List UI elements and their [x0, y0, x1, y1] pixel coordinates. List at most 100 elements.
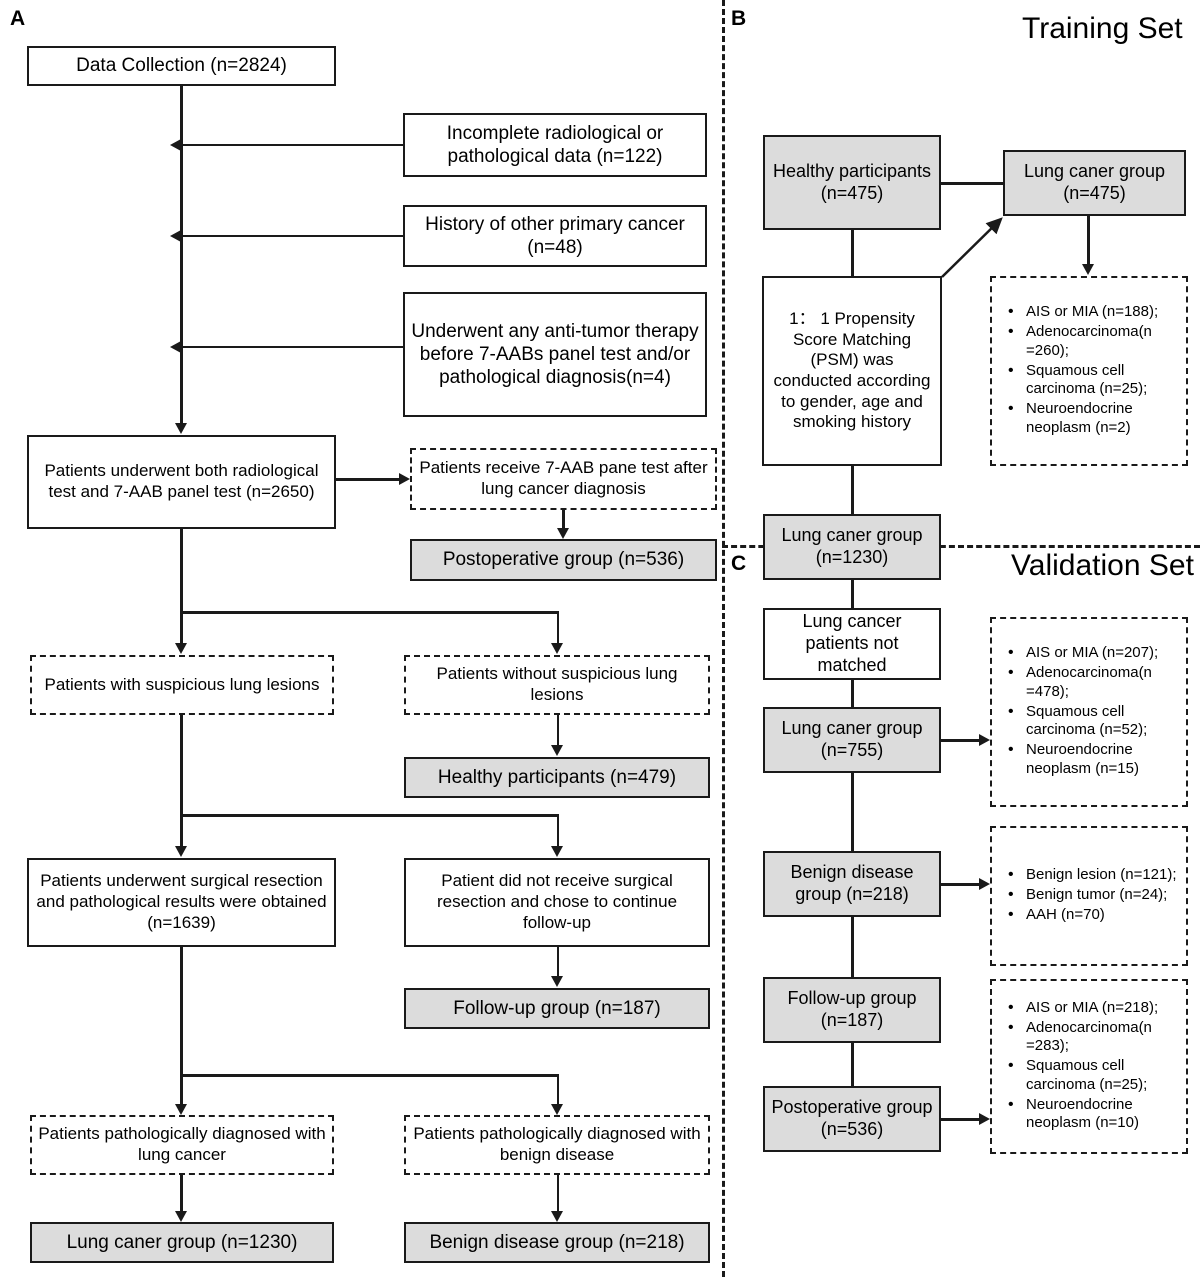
- node-label: Postoperative group (n=536): [771, 1097, 933, 1139]
- node-with-suspicious-lesions[interactable]: Patients with suspicious lung lesions: [30, 655, 334, 715]
- arrowhead-exclusion-1: [170, 138, 181, 151]
- node-label: 1： 1 Propensity Score Matching (PSM) was…: [773, 308, 931, 432]
- node-followup-group-187-c[interactable]: Follow-up group (n=187): [763, 977, 941, 1043]
- node-lung-cancer-group-1230-b[interactable]: Lung caner group (n=1230): [763, 514, 941, 580]
- list-item: Neuroendocrine neoplasm (n=10): [1008, 1095, 1180, 1134]
- arrowhead-to-followup: [551, 976, 564, 987]
- list-item: Benign lesion (n=121);: [1008, 865, 1180, 885]
- connector-lesions-split: [180, 611, 559, 614]
- node-label: Incomplete radiological or pathological …: [446, 122, 664, 167]
- connector-to-path-benign: [556, 1074, 559, 1104]
- panel-divider-vertical: [722, 0, 725, 1277]
- node-without-suspicious-lesions[interactable]: Patients without suspicious lung lesions: [404, 655, 710, 715]
- node-label: Postoperative group (n=536): [442, 549, 685, 571]
- arrowhead-exclusion-3: [170, 340, 181, 353]
- arrowhead-to-path-benign: [551, 1104, 564, 1115]
- arrowhead-to-receive: [399, 473, 410, 485]
- arrowhead-to-lc755-list: [979, 734, 990, 746]
- node-exclusion-other-cancer[interactable]: History of other primary cancer (n=48): [403, 205, 707, 267]
- node-label: Lung caner group (n=755): [781, 718, 923, 760]
- connector-psm-to-lc1230: [851, 466, 854, 514]
- arrowhead-to-with-lesions: [174, 643, 187, 654]
- node-label: Patients without suspicious lung lesions: [436, 664, 678, 704]
- node-both-tests[interactable]: Patients underwent both radiological tes…: [27, 435, 336, 529]
- list-item: AIS or MIA (n=218);: [1008, 998, 1180, 1018]
- node-benign-group-218-a[interactable]: Benign disease group (n=218): [404, 1222, 710, 1263]
- connector-receive-to-postop: [562, 510, 565, 528]
- connector-path-benign-to-group: [556, 1175, 559, 1211]
- node-label: History of other primary cancer (n=48): [425, 213, 685, 258]
- arrowhead-to-postop: [556, 528, 569, 539]
- node-label: Patients pathologically diagnosed with l…: [38, 1124, 326, 1164]
- node-lung-cancer-group-755[interactable]: Lung caner group (n=755): [763, 707, 941, 773]
- connector-followup-to-postop: [851, 1043, 854, 1086]
- node-label: Patient did not receive surgical resecti…: [436, 871, 678, 932]
- connector-surgical-down: [180, 947, 183, 1076]
- panel-letter-c: C: [731, 552, 747, 575]
- list-item: AIS or MIA (n=188);: [1008, 302, 1180, 322]
- node-healthy-participants-475[interactable]: Healthy participants (n=475): [763, 135, 941, 230]
- connector-to-surgical: [180, 814, 183, 846]
- panel-letter-b: B: [731, 7, 747, 30]
- node-healthy-participants-479[interactable]: Healthy participants (n=479): [404, 757, 710, 798]
- node-surgical-resection[interactable]: Patients underwent surgical resection an…: [27, 858, 336, 947]
- list-validation-benign-histology[interactable]: Benign lesion (n=121); Benign tumor (n=2…: [990, 826, 1188, 966]
- validation-set-title: Validation Set: [1011, 549, 1194, 582]
- node-label: Benign disease group (n=218): [790, 862, 914, 904]
- list-item: Benign tumor (n=24);: [1008, 885, 1180, 905]
- node-label: Patients underwent surgical resection an…: [36, 871, 327, 932]
- list-validation-lung-histology[interactable]: AIS or MIA (n=207); Adenocarcinoma(n =47…: [990, 617, 1188, 807]
- panel-letter-a: A: [10, 7, 26, 30]
- training-set-title: Training Set: [1022, 12, 1183, 45]
- node-pathology-lung-cancer[interactable]: Patients pathologically diagnosed with l…: [30, 1115, 334, 1175]
- connector-to-without-lesions: [556, 611, 559, 643]
- list-item: Adenocarcinoma(n =283);: [1008, 1018, 1180, 1057]
- list-item: AIS or MIA (n=207);: [1008, 643, 1180, 663]
- connector-pathology-split: [180, 1074, 559, 1077]
- list-item: AAH (n=70): [1008, 905, 1180, 925]
- node-postoperative-group-536-c[interactable]: Postoperative group (n=536): [763, 1086, 941, 1152]
- node-label: Lung caner group (n=1230): [66, 1231, 298, 1253]
- node-receive-after-diagnosis[interactable]: Patients receive 7-AAB pane test after l…: [410, 448, 717, 510]
- connector-healthy-to-lc475: [939, 182, 1005, 185]
- connector-healthy-to-psm: [851, 230, 854, 278]
- node-label: Healthy participants (n=475): [772, 160, 932, 203]
- arrowhead-to-no-surgical: [551, 846, 564, 857]
- connector-benign-to-followup: [851, 917, 854, 977]
- list-item: Adenocarcinoma(n =260);: [1008, 322, 1180, 361]
- node-exclusion-incomplete-data[interactable]: Incomplete radiological or pathological …: [403, 113, 707, 177]
- list-item: Squamous cell carcinoma (n=25);: [1008, 361, 1180, 400]
- node-not-matched[interactable]: Lung cancer patients not matched: [763, 608, 941, 680]
- list-training-histology[interactable]: AIS or MIA (n=188); Adenocarcinoma(n =26…: [990, 276, 1188, 466]
- connector-exclusion-3: [181, 345, 403, 348]
- connector-surgery-split: [180, 814, 559, 817]
- list-item: Neuroendocrine neoplasm (n=2): [1008, 399, 1180, 438]
- list-item: Squamous cell carcinoma (n=25);: [1008, 1056, 1180, 1095]
- node-label: Lung cancer patients not matched: [802, 611, 902, 675]
- arrowhead-to-surgical: [174, 846, 187, 857]
- node-exclusion-antitumor-therapy[interactable]: Underwent any anti-tumor therapy before …: [403, 292, 707, 417]
- list-validation-postop-histology[interactable]: AIS or MIA (n=218); Adenocarcinoma(n =28…: [990, 979, 1188, 1154]
- connector-to-with-lesions: [180, 611, 183, 643]
- node-label: Patients with suspicious lung lesions: [44, 674, 320, 694]
- node-lung-cancer-group-475[interactable]: Lung caner group (n=475): [1003, 150, 1186, 216]
- connector-to-no-surgical: [556, 814, 559, 846]
- node-label: Underwent any anti-tumor therapy before …: [411, 320, 699, 389]
- connector-to-path-lung: [180, 1074, 183, 1104]
- node-lung-cancer-group-1230-a[interactable]: Lung caner group (n=1230): [30, 1222, 334, 1263]
- node-followup-group-187[interactable]: Follow-up group (n=187): [404, 988, 710, 1029]
- node-label: Healthy participants (n=479): [437, 766, 677, 788]
- node-postoperative-group[interactable]: Postoperative group (n=536): [410, 539, 717, 581]
- node-data-collection[interactable]: Data Collection (n=2824): [27, 46, 336, 86]
- connector-exclusion-1: [181, 143, 403, 146]
- list-item: Squamous cell carcinoma (n=52);: [1008, 702, 1180, 741]
- connector-with-lesions-down: [180, 715, 183, 816]
- node-pathology-benign[interactable]: Patients pathologically diagnosed with b…: [404, 1115, 710, 1175]
- node-psm[interactable]: 1： 1 Propensity Score Matching (PSM) was…: [762, 276, 942, 466]
- node-no-surgical-resection[interactable]: Patient did not receive surgical resecti…: [404, 858, 710, 947]
- list-item: Adenocarcinoma(n =478);: [1008, 663, 1180, 702]
- connector-nosurg-to-followup: [556, 947, 559, 976]
- arrowhead-to-benign-group: [551, 1211, 564, 1222]
- node-benign-group-218-c[interactable]: Benign disease group (n=218): [763, 851, 941, 917]
